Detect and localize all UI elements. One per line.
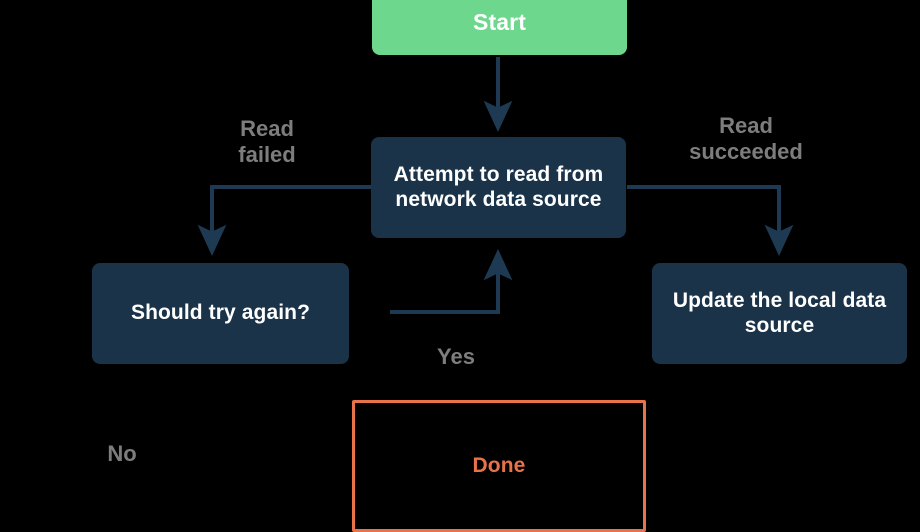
node-update-local-data-source[interactable]: Update the local data source xyxy=(652,263,907,364)
edge-label-read-succeeded: Read succeeded xyxy=(689,113,803,165)
edge-attempt-to-retry xyxy=(197,185,371,257)
edge-attempt-to-update xyxy=(627,185,794,257)
edge-label-yes: Yes xyxy=(437,344,475,369)
node-start[interactable]: Start xyxy=(372,0,627,55)
edge-retry-to-attempt xyxy=(390,248,513,314)
edge-label-read-failed: Read failed xyxy=(238,116,296,168)
node-should-try-again[interactable]: Should try again? xyxy=(92,263,349,364)
node-attempt-read[interactable]: Attempt to read from network data source xyxy=(371,137,626,238)
node-done[interactable]: Done xyxy=(352,400,646,532)
edge-label-no: No xyxy=(107,441,137,466)
